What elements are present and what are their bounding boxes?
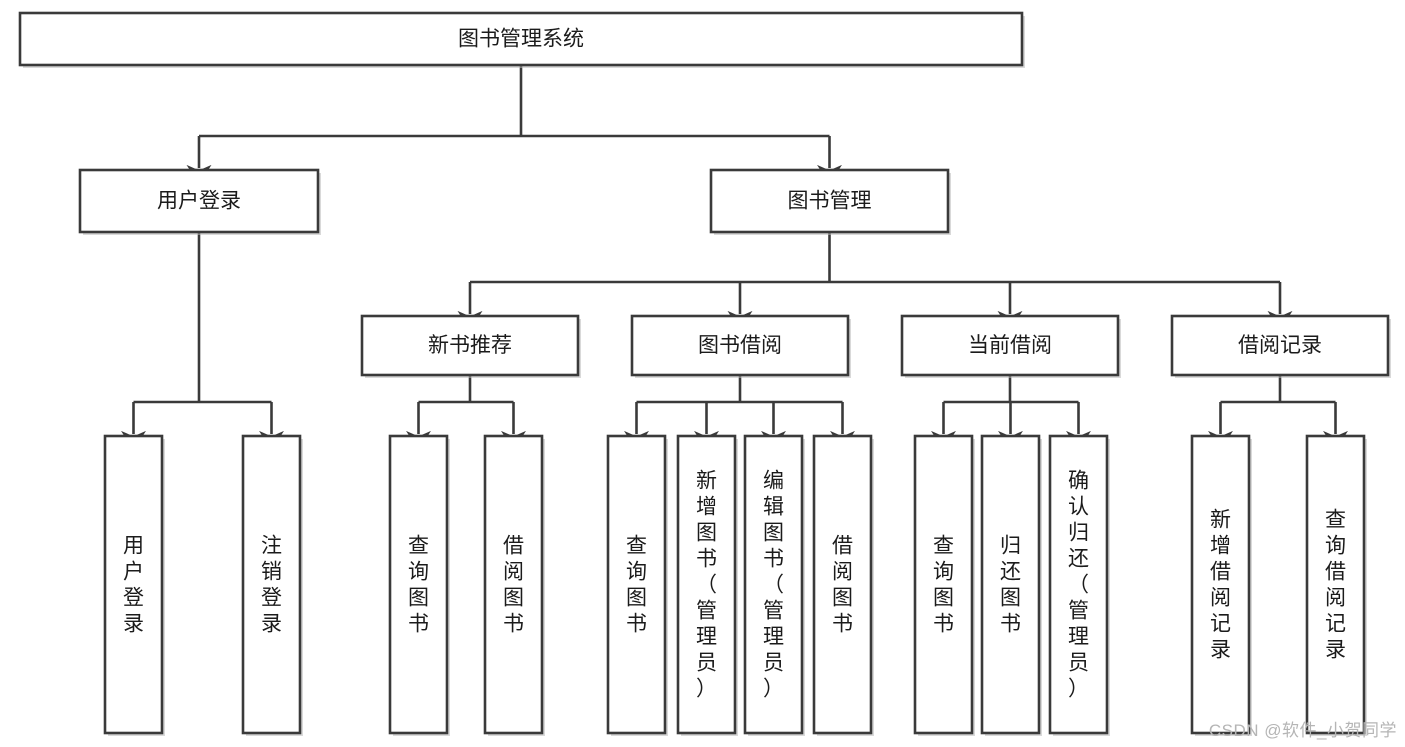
node-box[interactable] — [630, 314, 850, 377]
node-label: 用户登录 — [157, 190, 241, 213]
node-box[interactable] — [241, 434, 302, 735]
node-label: 查询借阅记录 — [1325, 509, 1346, 662]
node-label: 编辑图书（管理员） — [763, 470, 784, 701]
node-label: 归还图书 — [1000, 535, 1021, 636]
connector-group-current-borrow — [931, 375, 1091, 451]
node-box[interactable] — [709, 168, 950, 234]
node-label: 注销登录 — [261, 535, 282, 636]
node-label: 图书借阅 — [698, 334, 782, 357]
node-leaf-query-book-3[interactable]: 查询图书 — [913, 434, 975, 736]
node-label: 图书管理系统 — [458, 28, 584, 51]
node-box[interactable] — [980, 434, 1041, 735]
node-label: 查询图书 — [408, 535, 429, 636]
node-box[interactable] — [78, 168, 320, 234]
node-box[interactable] — [900, 314, 1120, 377]
connector-group-root — [186, 65, 842, 185]
node-label: 确认归还（管理员） — [1068, 470, 1089, 701]
node-leaf-return-book[interactable]: 归还图书 — [980, 434, 1042, 736]
edge-layer — [121, 65, 1348, 451]
connector-group-user-login — [121, 232, 284, 451]
node-label: 借阅图书 — [503, 535, 524, 636]
node-label: 新增借阅记录 — [1210, 509, 1231, 662]
node-label: 查询图书 — [626, 535, 647, 636]
node-user-login[interactable]: 用户登录 — [78, 168, 321, 235]
node-leaf-query-book-2[interactable]: 查询图书 — [606, 434, 668, 736]
connector-group-book-manage — [457, 232, 1293, 331]
node-box[interactable] — [1170, 314, 1390, 377]
node-box[interactable] — [1190, 434, 1251, 735]
node-label: 当前借阅 — [968, 334, 1052, 357]
node-layer: 图书管理系统用户登录图书管理新书推荐图书借阅当前借阅借阅记录用户登录注销登录查询… — [18, 11, 1391, 736]
node-new-book-recommend[interactable]: 新书推荐 — [360, 314, 581, 378]
node-label: 新增图书（管理员） — [696, 470, 717, 701]
connector-group-book-borrow — [624, 375, 855, 451]
node-box[interactable] — [483, 434, 544, 735]
node-label: 借阅记录 — [1238, 334, 1322, 357]
node-box[interactable] — [1305, 434, 1366, 735]
node-leaf-edit-book[interactable]: 编辑图书（管理员） — [743, 434, 805, 736]
node-leaf-user-login[interactable]: 用户登录 — [103, 434, 165, 736]
node-label: 用户登录 — [123, 535, 144, 636]
node-box[interactable] — [913, 434, 974, 735]
node-leaf-query-record[interactable]: 查询借阅记录 — [1305, 434, 1367, 736]
node-book-borrow[interactable]: 图书借阅 — [630, 314, 851, 378]
node-leaf-confirm-return[interactable]: 确认归还（管理员） — [1048, 434, 1110, 736]
node-box[interactable] — [18, 11, 1024, 67]
node-label: 图书管理 — [788, 190, 872, 213]
node-root[interactable]: 图书管理系统 — [18, 11, 1025, 68]
node-box[interactable] — [1048, 434, 1109, 735]
node-box[interactable] — [812, 434, 873, 735]
node-leaf-add-book[interactable]: 新增图书（管理员） — [676, 434, 738, 736]
node-leaf-borrow-book-1[interactable]: 借阅图书 — [483, 434, 545, 736]
node-box[interactable] — [360, 314, 580, 377]
connector-group-new-book-recommend — [406, 375, 526, 451]
node-box[interactable] — [388, 434, 449, 735]
node-box[interactable] — [676, 434, 737, 735]
node-leaf-query-book-1[interactable]: 查询图书 — [388, 434, 450, 736]
node-leaf-borrow-book-2[interactable]: 借阅图书 — [812, 434, 874, 736]
node-box[interactable] — [606, 434, 667, 735]
node-box[interactable] — [743, 434, 804, 735]
node-borrow-record[interactable]: 借阅记录 — [1170, 314, 1391, 378]
connector-group-borrow-record — [1208, 375, 1348, 451]
node-leaf-user-logout[interactable]: 注销登录 — [241, 434, 303, 736]
node-box[interactable] — [103, 434, 164, 735]
node-book-manage[interactable]: 图书管理 — [709, 168, 951, 235]
node-label: 查询图书 — [933, 535, 954, 636]
node-label: 借阅图书 — [832, 535, 853, 636]
node-leaf-add-record[interactable]: 新增借阅记录 — [1190, 434, 1252, 736]
node-current-borrow[interactable]: 当前借阅 — [900, 314, 1121, 378]
node-label: 新书推荐 — [428, 334, 512, 357]
